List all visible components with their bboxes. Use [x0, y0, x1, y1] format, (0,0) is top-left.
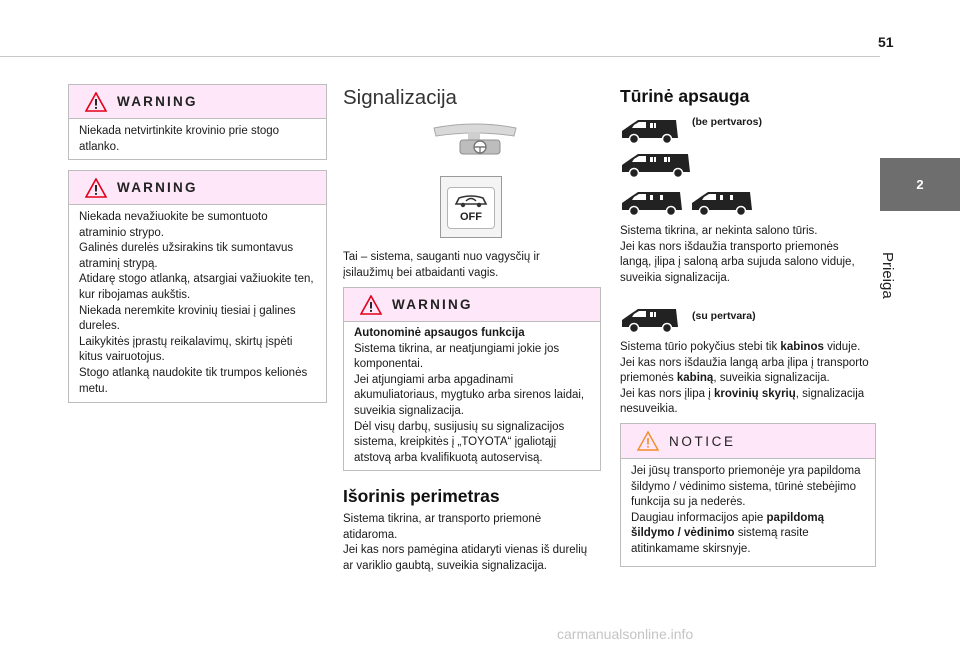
- text-line: Laikykitės įprastų reikalavimų, skirtų į…: [79, 335, 293, 348]
- text-line: Daugiau informacijos apie papildomą: [631, 511, 825, 524]
- text-line: šildymo / vėdinimo sistemą rasite: [631, 527, 809, 540]
- text-line: priemonės kabiną, suveikia signalizacija…: [620, 372, 830, 385]
- text-line: suveikia signalizacija.: [354, 404, 464, 417]
- text-line: atidaroma.: [343, 528, 398, 541]
- label-no-partition: (be pertvaros): [692, 116, 763, 128]
- text-line: Sistema tikrina, ar neatjungiami jokie j…: [354, 342, 560, 355]
- text-line: šildymo / vėdinimo sistema, tūrinė stebė…: [631, 480, 856, 493]
- text-line: Sistema tūrio pokyčius stebi tik kabinos…: [620, 341, 861, 353]
- text-line: atstovą arba kvalifikuotą autoservisą.: [354, 451, 543, 464]
- text-line: sistema, kreipkitės į „TOYOTA“ įgaliotąj…: [354, 436, 557, 449]
- van-icon: [622, 120, 678, 144]
- volumetric-text-1: Sistema tikrina, ar nekinta salono tūris…: [620, 224, 855, 286]
- warning-box-support-bar: WARNING Niekada nevažiuokite be sumontuo…: [68, 170, 327, 403]
- text-line: komponentai.: [354, 358, 424, 371]
- chapter-tab[interactable]: 2: [880, 158, 960, 211]
- text-line: langą, įlipa į saloną arba sujuda salono…: [620, 256, 855, 269]
- page-number: 51: [878, 34, 894, 50]
- perimeter-text: Sistema tikrina, ar transporto priemonė …: [343, 512, 587, 574]
- van-icon: [692, 192, 752, 216]
- warning-header: WARNING: [69, 85, 326, 119]
- text-line: kitus vairuotojus.: [79, 351, 165, 364]
- text-line: funkcija su ja nederės.: [631, 496, 746, 509]
- text-line: metu.: [79, 382, 108, 395]
- text-line: Jei atjungiami arba apgadinami: [354, 373, 514, 386]
- text-line: Niekada neremkite krovinių tiesiai į gal…: [79, 304, 296, 317]
- notice-title: NOTICE: [669, 433, 736, 449]
- section-title-alarm: Signalizacija: [343, 86, 457, 109]
- van-icon: [622, 309, 678, 333]
- warning-title: WARNING: [117, 180, 198, 195]
- text-line: Stogo atlanką naudokite tik trumpos keli…: [79, 366, 308, 379]
- text-line: Jei jūsų transporto priemonėje yra papil…: [631, 465, 861, 477]
- warning-box-autonomous: WARNING Autonominė apsaugos funkcija Sis…: [343, 287, 601, 471]
- text-line: Jei kas nors pamėgina atidaryti vienas i…: [343, 544, 588, 557]
- alarm-intro: Tai – sistema, sauganti nuo vagysčių ir …: [343, 250, 540, 281]
- text-line: suveikia signalizacija.: [620, 271, 730, 284]
- warning-text: Niekada netvirtinkite krovinio prie stog…: [79, 125, 280, 153]
- text-line: ar variklio gaubtą, suveikia signalizaci…: [343, 559, 547, 572]
- header-divider: [0, 56, 880, 57]
- section-title-volumetric: Tūrinė apsauga: [620, 86, 750, 106]
- text-line: Jei kas nors išdaužia transporto priemon…: [620, 240, 839, 253]
- van-icon: [622, 154, 690, 178]
- warning-box-roof-rack: WARNING Niekada netvirtinkite krovinio p…: [68, 84, 327, 160]
- section-title-perimeter: Išorinis perimetras: [343, 486, 500, 506]
- notice-box-heating: NOTICE Jei jūsų transporto priemonėje yr…: [620, 423, 876, 567]
- text-line: nesuveikia.: [620, 403, 678, 416]
- warning-heading: Autonominė apsaugos funkcija: [354, 327, 525, 339]
- text-line: Sistema tikrina, ar transporto priemonė: [343, 513, 542, 525]
- text-line: atraminį strypą.: [79, 257, 158, 270]
- warning-body: Autonominė apsaugos funkcija Sistema tik…: [344, 322, 600, 474]
- notice-body: Jei jūsų transporto priemonėje yra papil…: [621, 459, 875, 566]
- text-line: atraminio strypo.: [79, 226, 165, 239]
- text-line: Sistema tikrina, ar nekinta salono tūris…: [620, 225, 818, 237]
- text-line: akumuliatoriaus, mygtuko arba sirenos la…: [354, 389, 585, 402]
- warning-triangle-icon: [360, 294, 382, 315]
- warning-triangle-icon: [85, 91, 107, 112]
- notice-triangle-icon: [637, 431, 659, 451]
- warning-header: WARNING: [69, 171, 326, 205]
- warning-header: WARNING: [344, 288, 600, 322]
- warning-triangle-icon: [85, 177, 107, 198]
- van-icon: [622, 192, 682, 216]
- warning-title: WARNING: [117, 94, 198, 109]
- text-line: Atidarę stogo atlanką, atsargiai važiuok…: [79, 273, 314, 286]
- watermark: carmanualsonline.info: [557, 626, 694, 642]
- interior-mirror-icon: [433, 123, 517, 155]
- text-line: Tai – sistema, sauganti nuo vagysčių ir: [343, 251, 540, 263]
- label-partition: (su pertvara): [692, 310, 756, 322]
- text-line: Niekada nevažiuokite be sumontuoto: [79, 211, 268, 223]
- off-label: OFF: [460, 211, 482, 223]
- alarm-off-button-icon: OFF: [440, 176, 502, 238]
- text-line: įsilaužimų bei atbaidanti vagis.: [343, 266, 499, 279]
- text-line: atitinkamame skirsnyje.: [631, 542, 751, 555]
- chapter-label: Prieiga: [879, 252, 896, 299]
- volumetric-text-2: Sistema tūrio pokyčius stebi tik kabinos…: [620, 340, 869, 418]
- text-line: kur ribojamas aukštis.: [79, 288, 191, 301]
- warning-body: Niekada nevažiuokite be sumontuoto atram…: [69, 205, 326, 405]
- warning-title: WARNING: [392, 297, 473, 312]
- text-line: Galinės durelės užsirakins tik sumontavu…: [79, 242, 294, 255]
- notice-header: NOTICE: [621, 424, 875, 459]
- text-line: Jei kas nors įlipa į krovinių skyrių, si…: [620, 387, 865, 400]
- text-line: Dėl visų darbų, susijusių su signalizaci…: [354, 420, 565, 433]
- text-line: dureles.: [79, 320, 120, 333]
- text-line: Jei kas nors išdaužia langą arba įlipa į…: [620, 356, 869, 369]
